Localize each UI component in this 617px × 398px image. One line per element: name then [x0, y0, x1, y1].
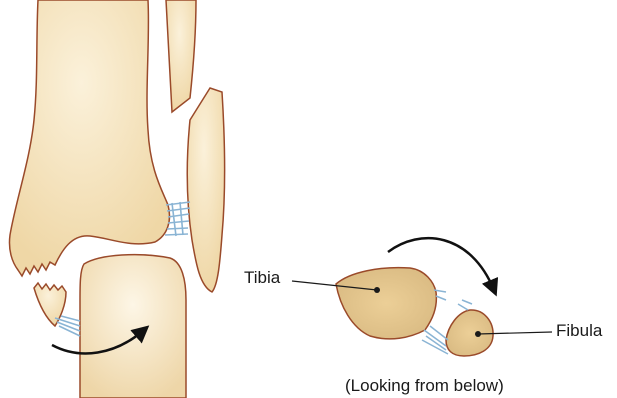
tibia-label: Tibia — [244, 269, 280, 286]
tibia-leader-dot — [374, 287, 380, 293]
fibula-cross-section — [446, 310, 493, 356]
view-caption: (Looking from below) — [345, 377, 504, 394]
fibula-proximal-shaft — [166, 0, 196, 112]
tibia-distal-bone — [9, 0, 169, 276]
fibula-label: Fibula — [556, 322, 602, 339]
deltoid-ligament — [55, 316, 80, 336]
fibula-leader-dot — [475, 331, 481, 337]
talus-bone — [80, 255, 186, 398]
fibula-distal-fragment — [187, 88, 224, 292]
tibia-cross-section — [336, 268, 436, 339]
